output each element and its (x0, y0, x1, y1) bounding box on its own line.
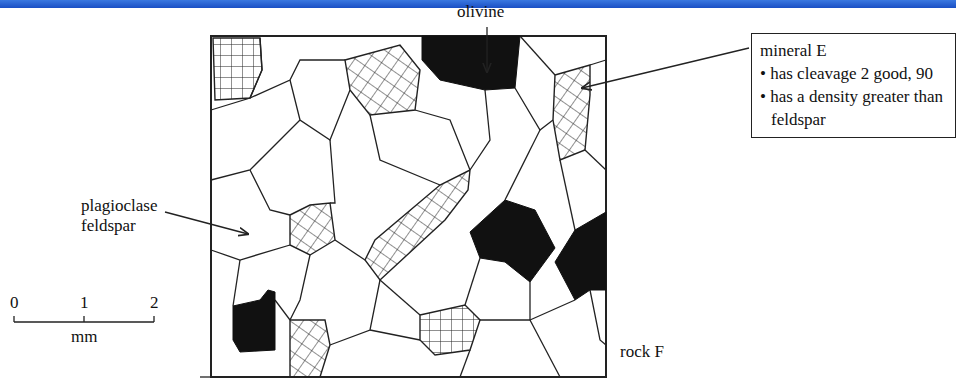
scale-number: 1 (80, 293, 89, 313)
mineral-label: olivine (457, 2, 504, 22)
box-heading: mineral E (760, 39, 949, 62)
info-box: mineral E• has cleavage 2 good, 90• has … (751, 33, 956, 138)
box-bullet: • has cleavage 2 good, 90 (760, 62, 949, 85)
mineral-label: plagioclase feldspar (81, 196, 167, 236)
scale-number: 0 (10, 293, 19, 313)
box-bullet: • has a density greater than feldspar (760, 85, 949, 131)
scale-number: 2 (150, 293, 159, 313)
scale-unit: mm (71, 327, 97, 347)
rock-label: rock F (620, 342, 664, 362)
scale-bar (14, 316, 154, 322)
